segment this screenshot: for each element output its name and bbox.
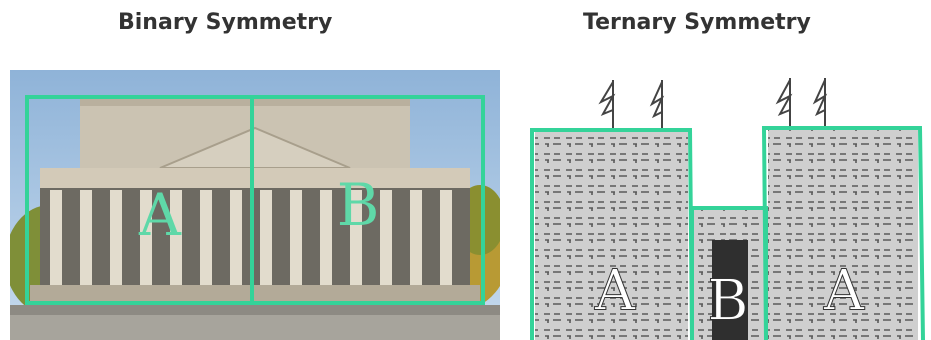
frame-b xyxy=(250,95,485,305)
label-a: A xyxy=(138,181,182,249)
frame-right xyxy=(761,126,925,340)
building-entablature xyxy=(40,168,470,190)
tower-right xyxy=(768,130,918,340)
building-columns xyxy=(50,190,452,288)
building-base xyxy=(30,285,480,305)
ternary-symmetry-figure: A B A xyxy=(530,78,925,340)
flagpoles xyxy=(598,78,828,130)
binary-symmetry-title: Binary Symmetry xyxy=(118,10,333,35)
binary-symmetry-figure: A B xyxy=(10,70,500,340)
label-b: B xyxy=(337,171,380,239)
label-a-left: A xyxy=(594,259,636,324)
ternary-symmetry-title: Ternary Symmetry xyxy=(583,10,811,35)
label-b-middle: B xyxy=(707,269,748,334)
label-a-right: A xyxy=(823,259,865,324)
tower-left xyxy=(535,132,688,340)
